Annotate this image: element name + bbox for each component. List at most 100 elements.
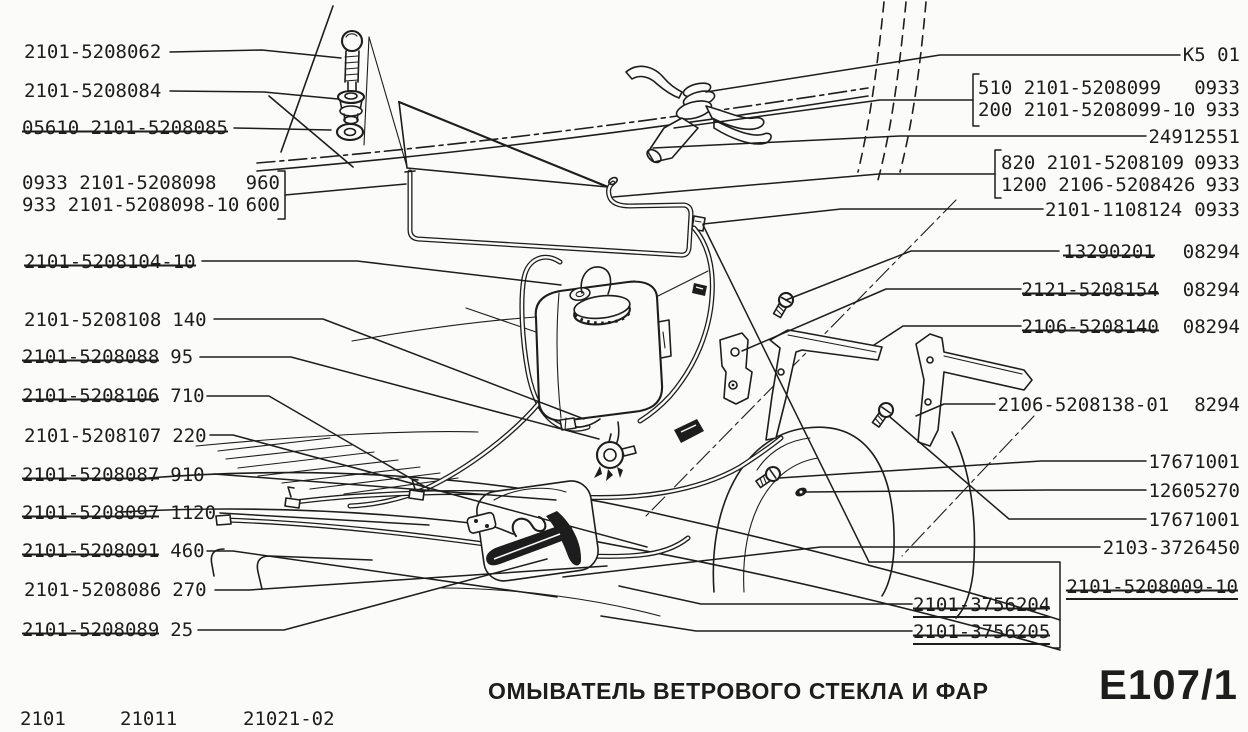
model-column: 21011 21013 <box>120 667 177 732</box>
part-number: 2101-5208009-10 <box>1066 576 1238 600</box>
part-label: 2101-5208089 25 <box>22 620 193 641</box>
part-number: 200 2101-5208099-10 <box>978 98 1196 121</box>
part-label: 13290201 08294 <box>1063 242 1240 263</box>
part-label: 05610 2101-5208085 <box>22 118 228 139</box>
quantity: 710 <box>170 385 205 407</box>
part-label: 2106-5208140 08294 <box>1021 316 1240 338</box>
part-label: 2106-5208138-01 8294 <box>998 395 1240 416</box>
part-number: 2101-5208087 <box>22 464 160 486</box>
part-number: 2101-5208091 <box>22 540 160 562</box>
part-number: 0933 2101-5208098 <box>22 172 217 194</box>
part-number: 933 2101-5208098-10 <box>22 193 240 216</box>
part-label: 17671001 <box>1148 510 1240 531</box>
part-number: 2103-3726450 <box>1102 537 1240 559</box>
part-number: 13290201 <box>1063 241 1155 263</box>
applicability-code: 0933 <box>1194 77 1240 99</box>
quantity: 140 <box>172 309 207 331</box>
applicability-code: 0933 <box>1194 199 1240 221</box>
model-column: 21021-02 21023 <box>243 667 335 732</box>
page-code: E107/1 <box>1098 661 1238 708</box>
applicability-code: 933 <box>1205 173 1240 196</box>
quantity: 270 <box>172 579 207 601</box>
part-number: 2101-5208106 <box>22 385 160 407</box>
part-number: 2106-5208140 <box>1021 316 1159 338</box>
applicability-code: 933 <box>1205 98 1240 121</box>
part-number: 2101-5208089 <box>22 619 160 641</box>
quantity: 960 <box>245 172 280 194</box>
part-number: 2101-5208097 <box>22 502 160 524</box>
part-label: 2101-5208106 710 <box>22 386 205 407</box>
model-code: 21011 <box>120 708 178 730</box>
leader-lines <box>169 49 1181 649</box>
part-number: K5 01 <box>1182 44 1240 66</box>
headlamp-wiper <box>466 480 599 582</box>
screw-icon <box>871 401 895 428</box>
part-label: 2103-3726450 <box>1103 538 1240 559</box>
headlight-jet-brackets <box>674 291 1033 497</box>
part-label: 2101-3756205 <box>913 621 1051 645</box>
quantity: 1120 <box>170 502 217 524</box>
part-number: 2101-5208062 <box>24 41 162 63</box>
applicability-code: 8294 <box>1194 394 1240 416</box>
part-number: 2101-3756204 <box>913 594 1051 618</box>
part-label: K5 01 <box>1183 45 1240 66</box>
part-label: 2101-5208107 220 <box>24 426 207 447</box>
part-label: 820 2101-5208109 0933 <box>1001 152 1240 175</box>
part-label: 2101-5208087 910 <box>22 465 205 486</box>
washer-tube <box>404 169 706 258</box>
part-label: 2101-5208062 <box>24 42 161 63</box>
nozzle-mounting-parts <box>335 29 408 168</box>
part-label: 933 2101-5208098-10 600 <box>22 193 280 217</box>
part-number: 2101-3756205 <box>913 621 1051 645</box>
quantity: 460 <box>170 540 205 562</box>
part-label: 2101-5208086 270 <box>24 580 207 601</box>
part-label: 2101-5208088 95 <box>22 347 193 368</box>
part-label: 24912551 <box>1148 127 1240 148</box>
model-code: 21021-02 <box>243 708 335 730</box>
part-number: 05610 2101-5208085 <box>22 117 228 139</box>
part-label: 2101-5208097 1120 <box>22 503 216 524</box>
part-label: 0933 2101-5208098 960 <box>22 172 280 195</box>
part-number: 17671001 <box>1148 509 1240 531</box>
windshield-washer-jet <box>625 65 772 164</box>
model-column: 2101 2102 <box>20 667 66 732</box>
part-number: 24912551 <box>1148 126 1240 148</box>
applicability-code: 08294 <box>1182 316 1240 338</box>
part-label: 1200 2106-5208426 933 <box>1001 173 1240 197</box>
part-number: 2106-5208138-01 <box>997 394 1170 416</box>
part-label-group: 820 2101-5208109 0933 1200 2106-5208426 … <box>1001 152 1240 197</box>
part-number: 2101-5208084 <box>24 80 162 102</box>
part-number: 2121-5208154 <box>1021 279 1159 301</box>
part-label: 2101-5208091 460 <box>22 541 205 562</box>
part-label: 2101-1108124 0933 <box>1045 200 1240 221</box>
part-number: 12605270 <box>1148 480 1240 502</box>
part-number: 2101-5208104-10 <box>24 251 196 273</box>
applicability-code: 0933 <box>1194 152 1240 174</box>
part-label: 2101-5208009-10 <box>1066 577 1238 600</box>
applicability-code: 08294 <box>1182 279 1240 301</box>
part-number: 820 2101-5208109 <box>1001 152 1185 174</box>
part-label-group: 510 2101-5208099 0933 200 2101-5208099-1… <box>978 77 1240 122</box>
part-number: 510 2101-5208099 <box>978 77 1162 99</box>
part-label: 2101-5208084 <box>24 81 161 102</box>
screw-icon <box>772 291 795 319</box>
applicability-code: 08294 <box>1182 241 1240 263</box>
washer-reservoir <box>534 266 672 422</box>
quantity: 910 <box>170 464 205 486</box>
part-label-group: 0933 2101-5208098 960 933 2101-5208098-1… <box>22 172 280 217</box>
part-number: 17671001 <box>1148 451 1240 473</box>
part-label: 2101-3756204 <box>913 594 1051 618</box>
part-label: 12605270 <box>1148 481 1240 502</box>
quantity: 95 <box>170 346 194 368</box>
part-label: 510 2101-5208099 0933 <box>978 77 1240 100</box>
part-label: 17671001 <box>1148 452 1240 473</box>
page-title: ОМЫВАТЕЛЬ ВЕТРОВОГО СТЕКЛА И ФАР <box>488 678 989 704</box>
quantity: 220 <box>172 425 207 447</box>
part-number: 2101-5208086 <box>24 579 162 601</box>
washer-pump <box>559 417 637 481</box>
part-label: 200 2101-5208099-10 933 <box>978 98 1240 122</box>
part-label: 2101-5208108 140 <box>24 310 207 331</box>
part-number: 2101-5208107 <box>24 425 162 447</box>
